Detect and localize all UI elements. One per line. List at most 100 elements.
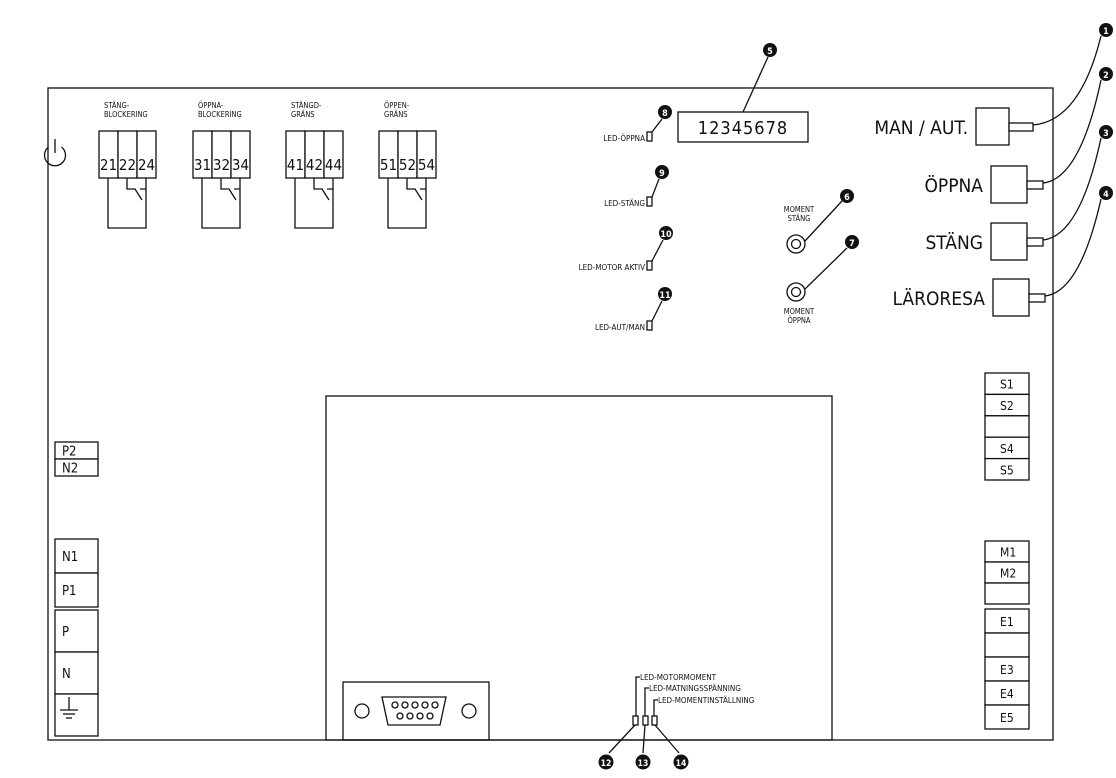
callout-number-3: 3 xyxy=(1103,129,1109,139)
left-terminal-bot-1[interactable] xyxy=(54,651,99,695)
terminal-block-title-2: BLOCKERING xyxy=(198,110,242,119)
right-terminal-label-E5: E5 xyxy=(1000,711,1014,725)
counter-digits: 12345678 xyxy=(698,118,788,139)
terminal-block-title-2: GRÄNS xyxy=(291,110,315,119)
callout-number-8: 8 xyxy=(662,109,668,119)
led-upper-label-2: LED-STÄNG xyxy=(604,198,645,208)
right-terminal-label-M1: M1 xyxy=(1000,546,1016,560)
button-2[interactable]: ÖPPNA 2 xyxy=(924,67,1113,204)
callout-number-13: 13 xyxy=(638,759,649,769)
terminal-label-31: 31 xyxy=(194,156,211,174)
terminal-label-44: 44 xyxy=(325,156,342,174)
button-label-4: LÄRORESA xyxy=(892,287,985,310)
central-module xyxy=(325,395,833,741)
led-upper-label-3: LED-MOTOR AKTIV xyxy=(579,263,645,272)
lower-led-group: LED-MOTORMOMENT LED-MATNINGSSPÄNNING LED… xyxy=(598,673,754,770)
terminal-label-42: 42 xyxy=(306,156,323,174)
callout-marker-8 xyxy=(658,105,672,119)
callout-number-7: 7 xyxy=(849,239,855,249)
led-indicator-1: LED-ÖPPNA 8 xyxy=(603,105,672,143)
moment-oppna-pot[interactable]: MOMENT ÖPPNA 7 xyxy=(784,235,859,325)
terminal-label-24: 24 xyxy=(138,156,155,174)
led-matningsspanning xyxy=(642,715,649,726)
callout-marker-14 xyxy=(673,754,689,770)
left-terminal-label-P2: P2 xyxy=(62,445,77,460)
terminal-block-title-2: BLOCKERING xyxy=(104,110,148,119)
callout-number-11: 11 xyxy=(659,291,671,301)
left-terminal-label-P1: P1 xyxy=(62,584,77,599)
callout-number-4: 4 xyxy=(1103,190,1109,200)
terminal-label-34: 34 xyxy=(232,156,249,174)
button-1[interactable]: MAN / AUT. 1 xyxy=(874,23,1113,146)
callout-number-14: 14 xyxy=(676,759,687,769)
left-terminal-top-1[interactable] xyxy=(54,458,99,477)
left-terminal-label-N2: N2 xyxy=(62,462,78,477)
terminal-label-41: 41 xyxy=(287,156,304,174)
moment-stang-label-1: MOMENT xyxy=(784,205,815,214)
callout-number-5: 5 xyxy=(767,47,773,57)
right-terminal-e-1[interactable] xyxy=(984,632,1030,658)
button-4[interactable]: LÄRORESA 4 xyxy=(892,186,1113,317)
callout-marker-11 xyxy=(658,287,672,301)
right-terminal-label-E4: E4 xyxy=(1000,687,1014,701)
left-terminal-bot-2[interactable] xyxy=(54,693,99,737)
right-terminal-label-E1: E1 xyxy=(1000,615,1014,629)
callout-marker-9 xyxy=(655,165,669,179)
terminal-label-22: 22 xyxy=(119,156,136,174)
right-terminal-label-S5: S5 xyxy=(1000,463,1014,477)
counter-display: 12345678 5 xyxy=(677,43,809,143)
callout-marker-10 xyxy=(659,226,673,240)
left-terminal-label-P: P xyxy=(62,625,69,640)
terminal-label-52: 52 xyxy=(399,156,416,174)
terminal-block-title-1: STÄNG- xyxy=(104,101,130,110)
moment-oppna-label-2: ÖPPNA xyxy=(787,316,810,325)
led-upper-1 xyxy=(646,131,653,142)
right-terminal-label-S4: S4 xyxy=(1000,442,1014,456)
left-terminal-bot-0[interactable] xyxy=(54,609,99,653)
terminal-label-21: 21 xyxy=(100,156,117,174)
serial-port-connector[interactable] xyxy=(342,681,490,741)
right-terminal-m-2[interactable] xyxy=(984,582,1030,605)
button-label-2: ÖPPNA xyxy=(924,174,983,197)
callout-marker-5 xyxy=(763,43,777,57)
moment-stang-pot[interactable]: MOMENT STÄNG 6 xyxy=(784,189,854,254)
board-outline xyxy=(47,87,1054,741)
left-terminal-mid-1[interactable] xyxy=(54,572,99,608)
callout-number-10: 10 xyxy=(660,230,672,240)
right-terminal-s-4[interactable] xyxy=(984,457,1030,481)
terminal-block-title-1: ÖPPNA- xyxy=(198,101,224,110)
callout-marker-13 xyxy=(635,754,651,770)
power-icon[interactable] xyxy=(43,139,67,167)
led-upper-3 xyxy=(646,260,653,271)
terminal-label-54: 54 xyxy=(418,156,435,174)
terminal-label-32: 32 xyxy=(213,156,230,174)
right-terminal-e-2[interactable] xyxy=(984,656,1030,682)
right-terminal-s-2[interactable] xyxy=(984,415,1030,438)
right-terminal-label-M2: M2 xyxy=(1000,567,1016,581)
left-terminal-label-N: N xyxy=(62,667,71,682)
callout-number-12: 12 xyxy=(601,759,612,769)
callout-marker-4 xyxy=(1099,186,1113,200)
terminal-block-title-2: GRÄNS xyxy=(384,110,408,119)
led-indicator-3: LED-MOTOR AKTIV 10 xyxy=(579,226,673,272)
led-matningsspanning-label: LED-MATNINGSSPÄNNING xyxy=(649,683,741,693)
right-terminal-label-S2: S2 xyxy=(1000,399,1014,413)
callout-number-2: 2 xyxy=(1103,71,1109,81)
callout-marker-1 xyxy=(1099,23,1113,37)
left-terminal-label-N1: N1 xyxy=(62,550,78,565)
right-terminal-e-0[interactable] xyxy=(984,608,1030,634)
callout-number-1: 1 xyxy=(1103,27,1109,37)
button-label-1: MAN / AUT. xyxy=(874,117,968,139)
led-upper-label-1: LED-ÖPPNA xyxy=(603,133,645,143)
right-terminal-e-4[interactable] xyxy=(984,704,1030,730)
led-motormoment-label: LED-MOTORMOMENT xyxy=(640,673,717,682)
moment-stang-label-2: STÄNG xyxy=(788,214,811,223)
terminal-label-51: 51 xyxy=(380,156,397,174)
